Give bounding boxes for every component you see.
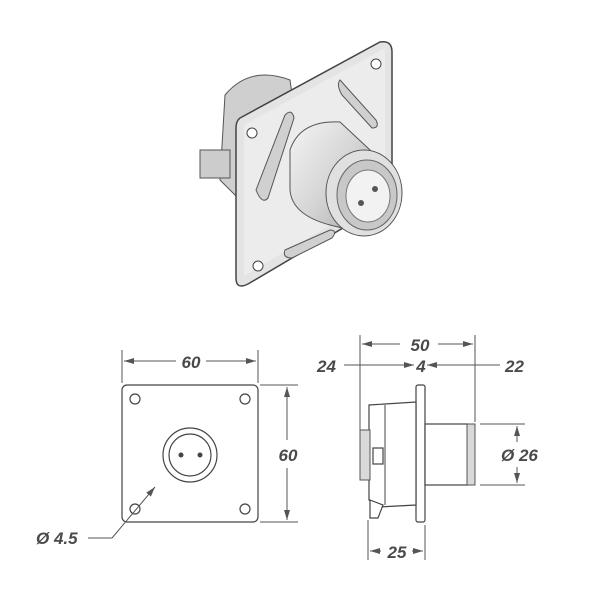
latch-tab: [199, 149, 231, 179]
total-length-dimension: 50: [411, 336, 430, 355]
front-length-dimension: 22: [504, 357, 524, 376]
height-dimension: 60: [279, 446, 298, 465]
flange-thickness-dimension: 4: [415, 357, 426, 376]
depth-dimension: 25: [387, 543, 407, 562]
barrel-diameter-dimension: Ø 26: [501, 446, 538, 465]
isometric-view: [199, 40, 403, 287]
rear-length-dimension: 24: [316, 357, 336, 376]
side-view: 50 24 4 22 Ø 26 25: [316, 335, 538, 562]
hole-diameter-dimension: Ø 4.5: [36, 529, 78, 548]
width-dimension: 60: [182, 353, 201, 372]
front-view: 60 60 Ø 4.5: [36, 350, 298, 548]
